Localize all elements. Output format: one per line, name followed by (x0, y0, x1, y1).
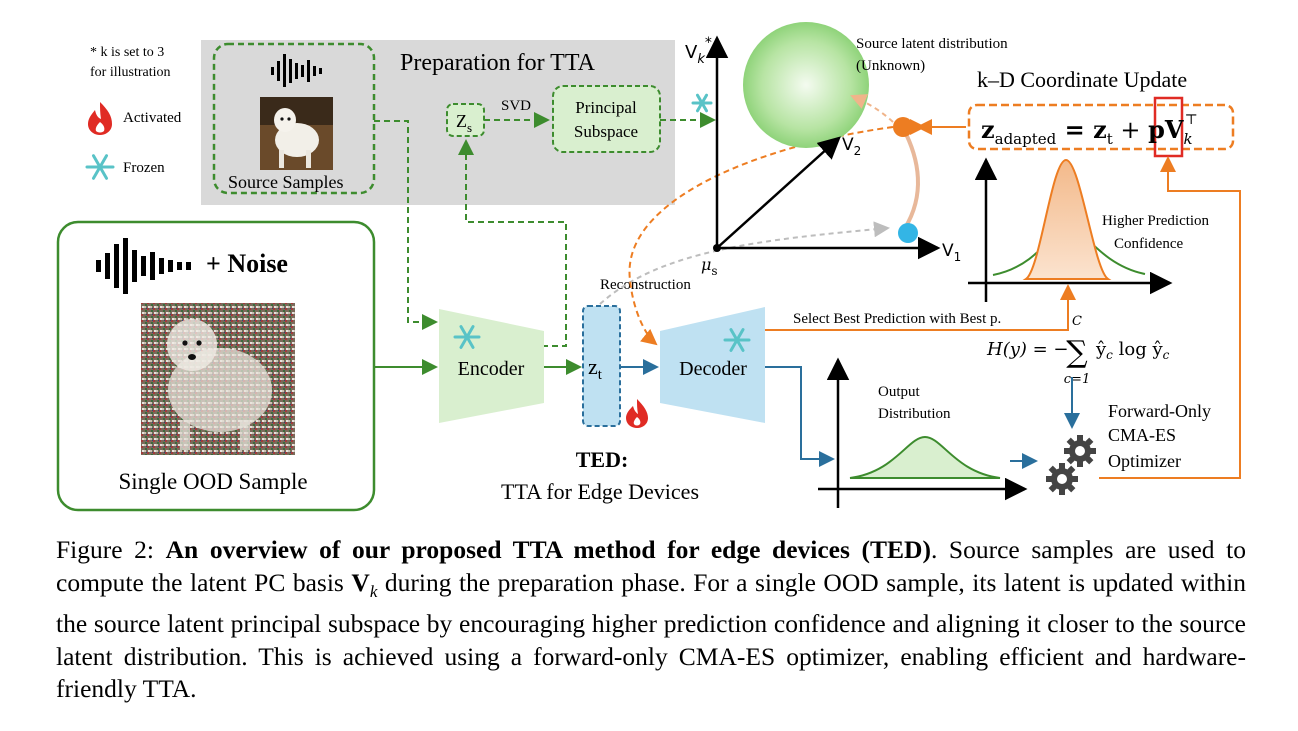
overview-diagram: * k is set to 3 for illustration Activat… (56, 22, 1241, 512)
caption-text-1: . Source samples are used to compute the… (56, 535, 1246, 597)
fire-icon (88, 102, 112, 135)
legend-activated: Activated (123, 110, 182, 126)
decoder-to-output-arrow (765, 366, 835, 467)
source-dog-image (260, 97, 333, 170)
v1-axis-label: V1 (942, 241, 961, 264)
decoder-to-confidence-arrow (765, 284, 1076, 331)
caption-title: An overview of our proposed TTA method f… (165, 535, 931, 564)
waveform-icon (271, 54, 322, 87)
higher-conf-1: Higher Prediction (1102, 213, 1210, 229)
decoder-label: Decoder (679, 358, 747, 380)
svg-text:∑: ∑ (1066, 335, 1088, 370)
fire-icon (626, 399, 648, 428)
decoder-block: Decoder (660, 307, 765, 423)
optimizer-label-1: Forward-Only (1108, 401, 1211, 421)
principal-subspace-box (552, 85, 661, 153)
zt-label: zt (588, 354, 603, 383)
source-dist-label-2: (Unknown) (856, 58, 925, 74)
waveform-icon (96, 238, 191, 294)
reconstruction-label: Reconstruction (600, 277, 691, 293)
caption-text-2: during the preparation phase. For a sing… (56, 567, 1247, 704)
v2-axis-label: V2 (842, 135, 861, 158)
caption-vk-sub: k (369, 581, 378, 601)
snowflake-icon (85, 154, 115, 180)
ted-title: TED: (576, 447, 629, 472)
svg-text:c=1: c=1 (1064, 372, 1090, 387)
source-dist-label-1: Source latent distribution (856, 36, 1008, 52)
source-samples-label: Source Samples (228, 172, 343, 192)
svg-text:ŷc log ŷc: ŷc log ŷc (1095, 339, 1170, 362)
select-best-label: Select Best Prediction with Best p. (793, 311, 1001, 327)
svg-text:H(y) = −: H(y) = − (986, 339, 1069, 360)
zt-box: zt (582, 305, 621, 427)
optimizer-label-2: CMA-ES (1108, 425, 1176, 445)
encoder-block: Encoder (439, 309, 544, 423)
caption-prefix: Figure 2: (56, 535, 166, 564)
update-equation-box (967, 103, 1235, 151)
output-dist-label-2: Distribution (878, 406, 951, 422)
entropy-formula: H(y) = − C ∑ c=1 ŷc log ŷc (986, 314, 1170, 387)
zs-label: Zs (456, 111, 472, 135)
latent-space-plot: Vk* V2 V1 μs Source latent distribution … (685, 22, 1008, 278)
snowflake-icon (453, 325, 481, 349)
peach-arrow-to-sphere (850, 94, 894, 123)
prep-arrows (374, 112, 716, 347)
snowflake-icon (723, 328, 751, 352)
optimizer-label-3: Optimizer (1108, 451, 1181, 471)
orange-peak-fill (1022, 158, 1112, 280)
output-dist-plot: Output Distribution (818, 357, 1028, 508)
output-dist-curve (849, 435, 1001, 479)
optimizer-to-p-arrow (1099, 156, 1241, 479)
preparation-panel: Preparation for TTA Source Samples Zs SV… (201, 40, 675, 205)
source-latent-sphere (743, 22, 869, 148)
principal-label-1: Principal (575, 98, 637, 117)
update-title: k–D Coordinate Update (977, 67, 1187, 92)
output-dist-label-1: Output (878, 384, 921, 400)
mu-label: μs (701, 255, 718, 278)
legend: * k is set to 3 for illustration Activat… (85, 45, 182, 180)
legend-note-line2: for illustration (90, 65, 171, 80)
noisy-dog-image (141, 303, 295, 455)
reconstruction-arrow (599, 221, 890, 305)
trajectory-curve (901, 127, 920, 230)
gear-icon (1046, 463, 1078, 495)
ted-subtitle: TTA for Edge Devices (501, 479, 699, 504)
higher-conf-2: Confidence (1114, 236, 1183, 252)
legend-frozen: Frozen (123, 160, 165, 176)
legend-note-line1: * k is set to 3 (90, 45, 164, 60)
adapted-latent-dot (893, 117, 913, 137)
caption-vk: V (351, 567, 370, 597)
snowflake-icon (691, 93, 713, 113)
ood-latent-dot (898, 223, 918, 243)
confidence-plot: Higher Prediction Confidence (968, 157, 1210, 302)
principal-label-2: Subspace (574, 122, 638, 141)
ood-label: Single OOD Sample (118, 469, 307, 494)
prep-title: Preparation for TTA (400, 50, 596, 76)
source-samples-box (212, 42, 376, 195)
vk-axis-label: Vk* (685, 35, 712, 67)
update-equation: zadapted = zt + pVk⊤ (981, 112, 1198, 148)
gear-icon (1064, 435, 1096, 467)
svg-text:C: C (1072, 314, 1082, 329)
svd-label: SVD (501, 98, 531, 114)
coordinate-update: k–D Coordinate Update zadapted = zt + pV… (910, 67, 1235, 158)
ood-sample-panel: + Noise Single OOD Sample (56, 220, 376, 512)
encoder-label: Encoder (458, 358, 525, 380)
noise-label: + Noise (206, 249, 288, 278)
figure-caption: Figure 2: An overview of our proposed TT… (56, 534, 1246, 706)
